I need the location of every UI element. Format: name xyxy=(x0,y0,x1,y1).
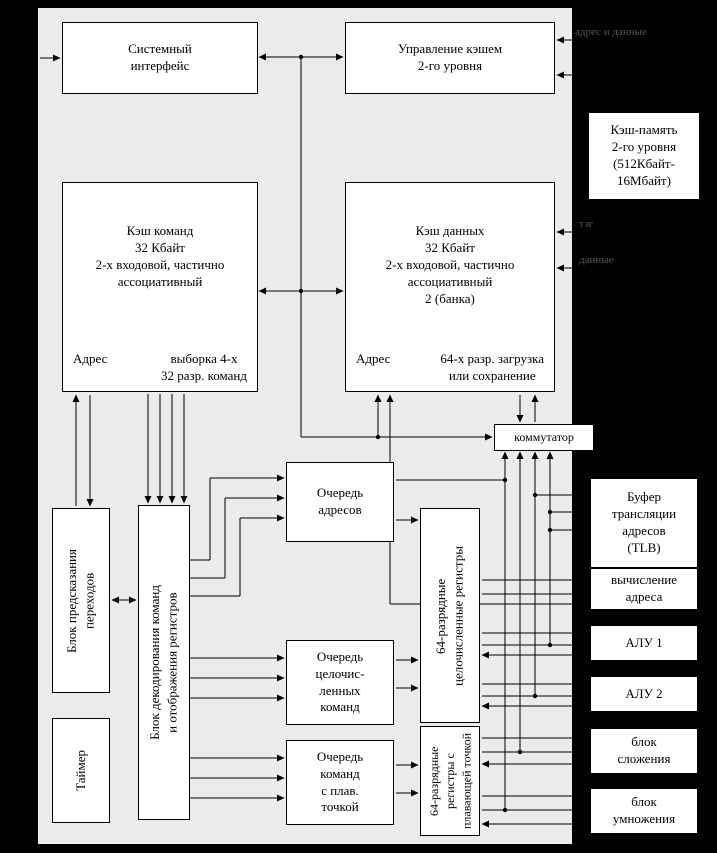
tag-bus-label: тэг xyxy=(579,218,594,230)
instruction-cache-footer: Адрес выборка 4-х 32 разр. команд xyxy=(73,351,247,385)
fp-registers-block: 64-разрядные регистры с плавающей точкой xyxy=(420,726,480,836)
timer-block: Таймер xyxy=(52,718,110,823)
integer-queue-block: Очередь целочис- ленных команд xyxy=(286,640,394,725)
tlb-block: Буфер трансляции адресов (TLB) xyxy=(590,478,698,568)
address-queue-block: Очередь адресов xyxy=(286,462,394,542)
data-cache-block: Кэш данных 32 Кбайт 2-х входовой, частич… xyxy=(345,182,555,392)
data-cache-footer: Адрес 64-х разр. загрузка или сохранение xyxy=(356,351,544,385)
integer-queue-label: Очередь целочис- ленных команд xyxy=(315,648,365,715)
l2-cache-control-label: Управление кэшем 2-го уровня xyxy=(397,41,503,73)
fp-adder-label: блок сложения xyxy=(617,734,671,766)
fp-multiplier-label: блок умножения xyxy=(612,794,676,826)
fp-queue-label: Очередь команд с плав. точкой xyxy=(316,748,364,815)
branch-prediction-block: Блок предсказания переходов xyxy=(52,508,110,693)
fp-adder-block: блок сложения xyxy=(590,728,698,774)
instruction-cache-address-label: Адрес xyxy=(73,351,108,367)
alu1-block: АЛУ 1 xyxy=(590,625,698,661)
l2-cache-memory-label: Кэш-память 2-го уровня (512Кбайт- 16Мбай… xyxy=(610,122,678,188)
integer-registers-block: 64-разрядные целочисленные регистры xyxy=(420,508,480,723)
l2-cache-control-block: Управление кэшем 2-го уровня xyxy=(345,22,555,94)
system-interface-block: Системный интерфейс xyxy=(62,22,258,94)
integer-registers-label: 64-разрядные целочисленные регистры xyxy=(433,545,466,686)
commutator-label: коммутатор xyxy=(514,429,574,444)
branch-prediction-label: Блок предсказания переходов xyxy=(64,548,97,653)
address-calc-label: вычисление адреса xyxy=(610,572,678,604)
fp-registers-label: 64-разрядные регистры с плавающей точкой xyxy=(426,733,474,829)
decode-remap-label: Блок декодирования команд и отображения … xyxy=(147,585,180,740)
tlb-label: Буфер трансляции адресов (TLB) xyxy=(611,489,677,555)
alu2-label: АЛУ 2 xyxy=(625,685,663,701)
data-cache-title: Кэш данных 32 Кбайт 2-х входовой, частич… xyxy=(385,223,515,306)
fp-multiplier-block: блок умножения xyxy=(590,788,698,834)
system-interface-label: Системный интерфейс xyxy=(128,41,192,73)
data-cache-address-label: Адрес xyxy=(356,351,391,367)
commutator-block: коммутатор xyxy=(494,424,594,451)
fp-queue-block: Очередь команд с плав. точкой xyxy=(286,740,394,825)
instruction-cache-title: Кэш команд 32 Кбайт 2-х входовой, частич… xyxy=(95,223,225,289)
alu2-block: АЛУ 2 xyxy=(590,676,698,712)
timer-label: Таймер xyxy=(73,750,89,791)
instruction-cache-block: Кэш команд 32 Кбайт 2-х входовой, частич… xyxy=(62,182,258,392)
data-bus-label: данные xyxy=(579,254,614,266)
instruction-cache-fetch-label: выборка 4-х 32 разр. команд xyxy=(160,351,247,384)
data-cache-loadstore-label: 64-х разр. загрузка или сохранение xyxy=(440,351,544,384)
address-queue-label: Очередь адресов xyxy=(316,485,364,517)
l2-bus-label: адрес и данные xyxy=(575,26,647,38)
decode-remap-block: Блок декодирования команд и отображения … xyxy=(138,505,190,820)
address-calc-block: вычисление адреса xyxy=(590,568,698,610)
l2-cache-memory-block: Кэш-память 2-го уровня (512Кбайт- 16Мбай… xyxy=(588,112,700,200)
alu1-label: АЛУ 1 xyxy=(625,634,663,650)
